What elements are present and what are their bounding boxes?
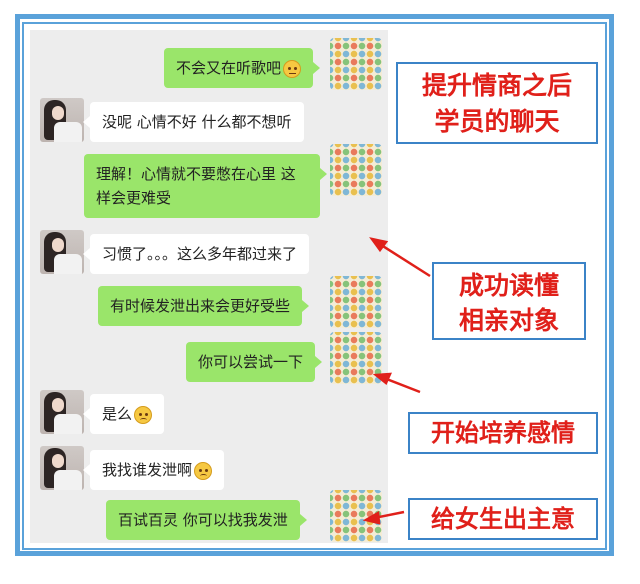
thinking-emoji-icon [283, 59, 302, 78]
title-label: 提升情商之后 学员的聊天 [396, 62, 598, 144]
contact-avatar[interactable] [40, 446, 84, 490]
annotation-give-advice-text: 给女生出主意 [431, 505, 575, 533]
message-text: 有时候发泄出来会更好受些 [110, 297, 291, 315]
message-text: 是么 [102, 405, 133, 423]
message-bubble[interactable]: 有时候发泄出来会更好受些 [98, 286, 310, 326]
message-bubble[interactable]: 习惯了。。。这么多年都过来了 [82, 234, 310, 274]
message-text: 百试百灵 你可以找我发泄 [118, 511, 288, 529]
my-avatar[interactable] [330, 38, 382, 90]
message-text: 我找谁发泄啊 [102, 461, 193, 479]
message-bubble[interactable]: 百试百灵 你可以找我发泄 [106, 500, 307, 540]
message-bubble[interactable]: 你可以尝试一下 [186, 342, 323, 382]
message-text: 理解！心情就不要憋在心里 这样会更难受 [96, 165, 296, 207]
contact-avatar[interactable] [40, 390, 84, 434]
annotation-understand-line-2: 相亲对象 [458, 306, 559, 335]
annotation-give-advice: 给女生出主意 [408, 498, 598, 540]
message-bubble[interactable]: 是么 [82, 394, 165, 434]
message-text: 没呢 心情不好 什么都不想听 [102, 113, 292, 131]
annotation-build-feelings: 开始培养感情 [408, 412, 598, 454]
annotation-build-feelings-text: 开始培养感情 [431, 419, 575, 447]
title-line-2: 学员的聊天 [434, 107, 560, 136]
annotation-understand-line-1: 成功读懂 [458, 271, 559, 300]
my-avatar[interactable] [330, 144, 382, 196]
contact-avatar[interactable] [40, 230, 84, 274]
my-avatar[interactable] [330, 490, 382, 542]
message-bubble[interactable]: 不会又在听歌吧 [164, 48, 321, 88]
contact-avatar[interactable] [40, 98, 84, 142]
chat-area[interactable]: 不会又在听歌吧 没呢 心情不好 什么都不想听 理解！心情就不要憋在心里 这样会更… [30, 30, 388, 543]
my-avatar[interactable] [330, 332, 382, 384]
message-bubble[interactable]: 理解！心情就不要憋在心里 这样会更难受 [84, 154, 327, 218]
my-avatar[interactable] [330, 276, 382, 328]
annotation-understand: 成功读懂 相亲对象 [432, 262, 586, 340]
title-line-1: 提升情商之后 [421, 71, 572, 100]
sad-emoji-icon [194, 461, 213, 480]
inner-frame [22, 22, 607, 550]
message-text: 不会又在听歌吧 [176, 59, 282, 77]
message-bubble[interactable]: 我找谁发泄啊 [82, 450, 225, 490]
sad-emoji-icon [134, 405, 153, 424]
message-text: 习惯了。。。这么多年都过来了 [102, 245, 298, 263]
message-bubble[interactable]: 没呢 心情不好 什么都不想听 [83, 102, 304, 142]
message-text: 你可以尝试一下 [198, 353, 304, 371]
